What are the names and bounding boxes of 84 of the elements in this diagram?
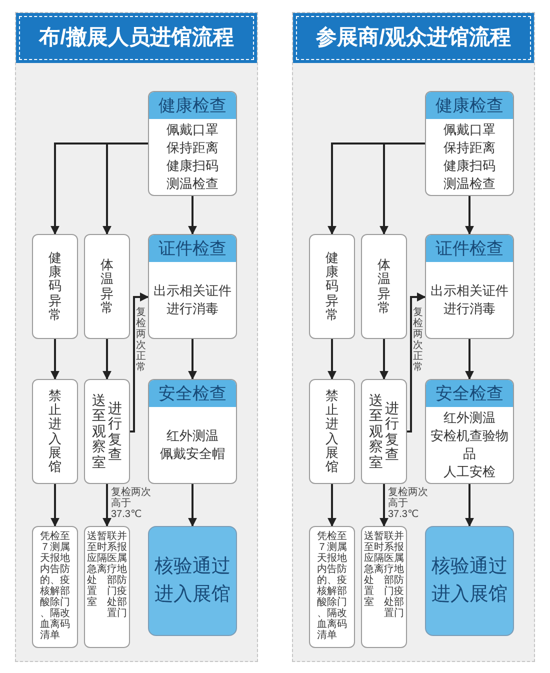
- edge-label: 复检两次正常: [136, 307, 146, 373]
- arrow: [380, 484, 388, 527]
- result-box: [148, 526, 237, 636]
- vertical-text: 体温异常: [378, 258, 390, 316]
- vertical-text: 联系医疗部门处置: [107, 531, 117, 619]
- process-box: [84, 526, 130, 648]
- arrow: [102, 142, 148, 235]
- process-box: [309, 526, 355, 648]
- arrow: [50, 339, 60, 380]
- edge-label: 复检两次正常: [413, 307, 423, 373]
- arrow: [328, 339, 336, 380]
- vertical-text: 禁止进入展馆: [48, 388, 62, 474]
- process-box: [309, 234, 355, 339]
- panel-title: 布/撤展人员进馆流程: [16, 13, 257, 63]
- vertical-text: 检测报告、解除隔离单: [327, 531, 337, 641]
- process-box: [32, 234, 78, 339]
- arrow: [188, 196, 197, 235]
- vertical-text: 送至观察室: [92, 393, 106, 470]
- box-text: 出示相关证件进行消毒: [154, 282, 232, 318]
- box-text: 佩戴口罩保持距离健康扫码测温检查: [166, 121, 218, 193]
- vertical-text: 进行复查: [385, 400, 399, 462]
- box-heading: 安全检查: [149, 380, 236, 407]
- arrow: [102, 339, 112, 380]
- vertical-text: 至属地防疫部门改码: [337, 531, 347, 630]
- process-box: [84, 379, 130, 484]
- process-box: [32, 526, 78, 648]
- box-heading: 证件检查: [149, 235, 236, 262]
- arrow: [465, 196, 474, 235]
- arrow: [130, 292, 149, 432]
- box-heading: 健康检查: [149, 92, 236, 119]
- process-box: [309, 379, 355, 484]
- box-heading: 安全检查: [426, 380, 513, 407]
- arrow: [465, 484, 474, 527]
- box-text: 核验通过进入展馆: [432, 555, 508, 607]
- result-box: [425, 526, 514, 636]
- arrow: [102, 484, 112, 527]
- box-text: 核验通过进入展馆: [154, 555, 230, 607]
- panel-title: 参展商/观众进馆流程: [293, 13, 534, 63]
- process-box: [425, 379, 514, 484]
- process-box: [361, 234, 407, 339]
- arrow: [50, 484, 60, 527]
- edge-label: 复检两次高于37.3℃: [388, 487, 429, 520]
- process-box: [361, 379, 407, 484]
- vertical-text: 暂时隔离: [374, 531, 384, 575]
- process-box: [148, 379, 237, 484]
- process-box: [361, 526, 407, 648]
- vertical-text: 送至应急处置室: [364, 531, 374, 608]
- process-box: [425, 91, 514, 196]
- vertical-text: 禁止进入展馆: [326, 388, 338, 474]
- arrow: [380, 339, 388, 380]
- vertical-text: 暂时隔离: [97, 531, 107, 575]
- vertical-text: 进行复查: [108, 400, 122, 462]
- process-box: [425, 234, 514, 339]
- vertical-text: 并报属地防疫部门: [117, 531, 127, 619]
- vertical-text: 健康码异常: [48, 250, 62, 322]
- vertical-text: 送至观察室: [369, 393, 383, 470]
- arrow: [328, 484, 336, 527]
- process-box: [148, 234, 237, 339]
- process-box: [32, 379, 78, 484]
- vertical-text: 健康码异常: [326, 250, 338, 322]
- vertical-text: 凭7天内的核酸、血清: [317, 531, 327, 641]
- flow-panel: [292, 12, 535, 662]
- box-text: 佩戴口罩保持距离健康扫码测温检查: [444, 121, 496, 193]
- arrow: [407, 292, 426, 432]
- box-text: 红外测温佩戴安全帽: [160, 427, 225, 463]
- arrow: [380, 142, 425, 235]
- vertical-text: 并报属地防疫部门: [394, 531, 404, 619]
- process-box: [148, 91, 237, 196]
- vertical-text: 检测报告、解除隔离单: [50, 531, 60, 641]
- box-heading: 证件检查: [426, 235, 513, 262]
- process-box: [84, 234, 130, 339]
- arrow: [465, 339, 474, 380]
- box-text: 红外测温安检机查验物品人工安检: [430, 409, 509, 481]
- vertical-text: 至属地防疫部门改码: [60, 531, 70, 630]
- arrow: [188, 339, 197, 380]
- arrow: [188, 484, 197, 527]
- vertical-text: 凭7天内的核酸、血清: [40, 531, 50, 641]
- edge-label: 复检两次高于37.3℃: [111, 487, 152, 520]
- vertical-text: 体温异常: [100, 258, 114, 316]
- box-text: 出示相关证件进行消毒: [430, 282, 508, 318]
- flow-panel: [15, 12, 258, 662]
- vertical-text: 联系医疗部门处置: [384, 531, 394, 619]
- vertical-text: 送至应急处置室: [87, 531, 97, 608]
- box-heading: 健康检查: [426, 92, 513, 119]
